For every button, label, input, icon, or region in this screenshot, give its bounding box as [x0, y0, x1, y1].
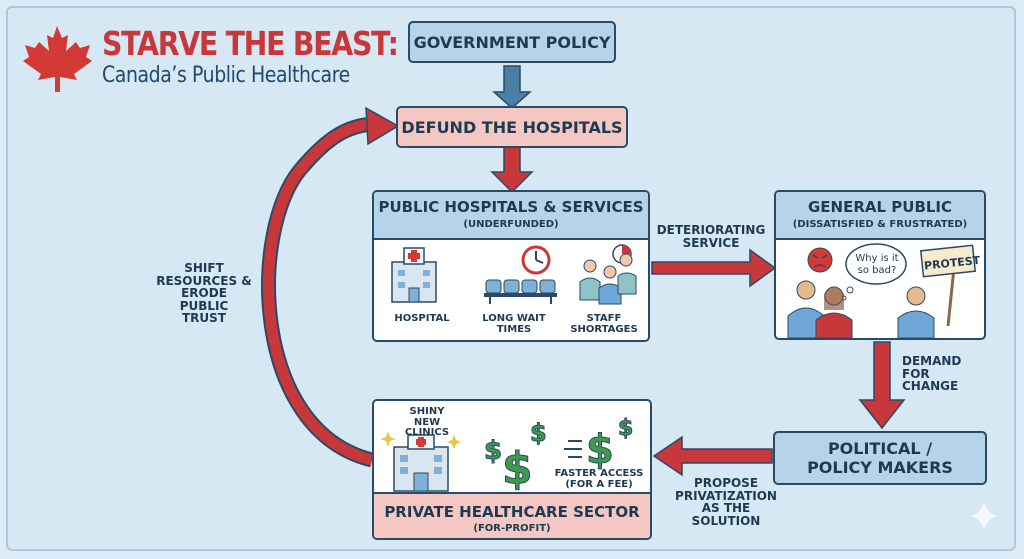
page-title: STARVE THE BEAST: [102, 24, 399, 63]
svg-text:$: $ [502, 443, 533, 494]
private-sector-icons: $ $ $ $ $ [380, 416, 634, 495]
edge-label-propose: PROPOSE PRIVATIZATION AS THE SOLUTION [675, 476, 777, 528]
node-policy-makers: POLITICAL / POLICY MAKERS [773, 431, 987, 485]
arrow-public-to-policymakers [858, 341, 906, 430]
dollar-signs-icon: $ $ $ [484, 419, 548, 495]
general-public-icons [787, 243, 977, 338]
people-icon [787, 280, 935, 338]
general-public-title: GENERAL PUBLIC [807, 198, 953, 216]
edge-label-shift: SHIFT RESOURCES & ERODE PUBLIC TRUST [156, 261, 252, 326]
clock-icon [521, 245, 551, 275]
government-policy-label: GOVERNMENT POLICY [413, 33, 611, 52]
arrow-defund-to-hospitals [490, 145, 534, 194]
edge-label-deteriorating: DETERIORATING SERVICE [656, 223, 766, 250]
public-hospitals-icons [391, 244, 637, 305]
policy-makers-label: POLITICAL / POLICY MAKERS [807, 439, 953, 478]
hospital-icon [391, 247, 437, 303]
public-hospitals-title: PUBLIC HOSPITALS & SERVICES [378, 198, 644, 216]
speech-bubble-text: Why is it so bad? [855, 253, 899, 276]
svg-text:$: $ [586, 427, 614, 473]
private-sector-title: PRIVATE HEALTHCARE SECTOR [384, 503, 640, 521]
edge-label-demand: DEMAND FOR CHANGE [902, 354, 962, 394]
speech-bubble-icon [841, 243, 907, 301]
svg-text:$: $ [618, 416, 633, 441]
waiting-chairs-icon [484, 279, 557, 304]
node-private-sector: $ $ $ $ $ SHINY NEW CLINICS FASTER ACCES… [372, 399, 652, 540]
svg-text:$: $ [484, 436, 502, 466]
arrow-hospitals-to-public [651, 248, 777, 288]
hospital-caption: HOSPITAL [394, 313, 450, 324]
node-government-policy: GOVERNMENT POLICY [408, 21, 616, 63]
fast-money-icon: $ $ [564, 416, 634, 474]
faster-access-caption: FASTER ACCESS (FOR A FEE) [554, 468, 644, 490]
staff-shortage-caption: STAFF SHORTAGES [570, 313, 638, 335]
general-public-subtitle: (DISSATISFIED & FRUSTRATED) [792, 219, 968, 230]
protest-sign-icon [919, 244, 977, 327]
arrow-policy-to-defund [492, 65, 532, 110]
clinic-icon [380, 431, 461, 492]
arrow-policymakers-to-private [652, 435, 773, 477]
long-wait-caption: LONG WAIT TIMES [482, 313, 546, 335]
page-subtitle: Canada’s Public Healthcare [102, 63, 350, 88]
public-hospitals-subtitle: (UNDERFUNDED) [463, 219, 559, 230]
svg-text:$: $ [530, 419, 547, 447]
arrow-loop-private-to-defund [261, 106, 400, 468]
angry-face-icon [807, 247, 833, 273]
defund-label: DEFUND THE HOSPITALS [401, 118, 623, 137]
node-defund-hospitals: DEFUND THE HOSPITALS [396, 106, 628, 148]
staff-icon [579, 244, 637, 305]
node-public-hospitals: PUBLIC HOSPITALS & SERVICES (UNDERFUNDED… [372, 190, 650, 342]
node-general-public: GENERAL PUBLIC (DISSATISFIED & FRUSTRATE… [774, 190, 986, 340]
private-sector-subtitle: (FOR-PROFIT) [473, 523, 551, 534]
shiny-clinics-caption: SHINY NEW CLINICS [404, 406, 450, 438]
